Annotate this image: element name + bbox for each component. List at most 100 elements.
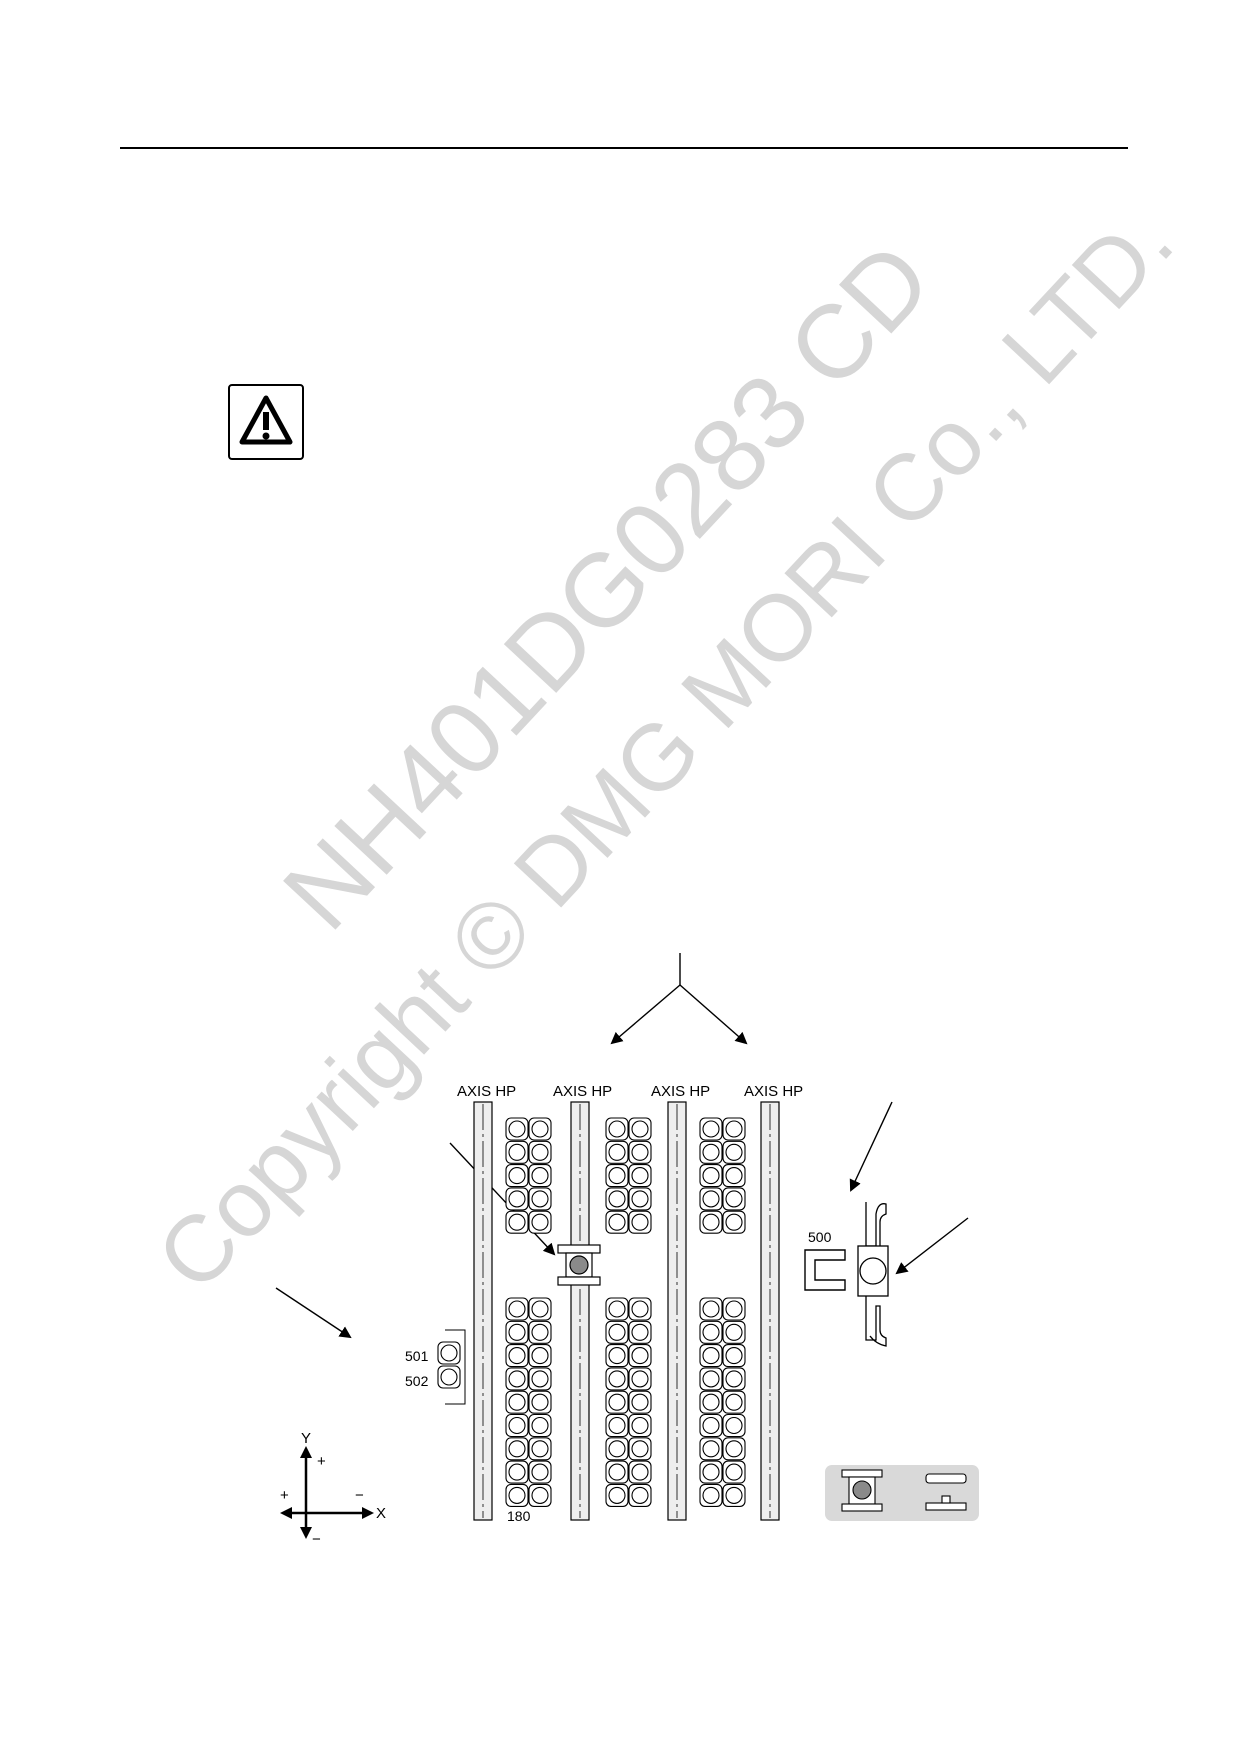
warning-icon (228, 384, 304, 460)
tool-pot (605, 1140, 629, 1164)
tool-pot (528, 1140, 552, 1164)
tool-pot (505, 1164, 529, 1188)
tool-pot (605, 1117, 629, 1141)
tool-pot (722, 1140, 746, 1164)
tool-pot (628, 1164, 652, 1188)
axis-hp-label-2: AXIS HP (553, 1083, 612, 1100)
tool-pot (722, 1437, 746, 1461)
station-502-label: 502 (405, 1373, 429, 1389)
tool-pot (722, 1344, 746, 1368)
tool-pot (528, 1297, 552, 1321)
tool-pot (505, 1483, 529, 1507)
tool-pot (605, 1320, 629, 1344)
tool-pot (528, 1117, 552, 1141)
tool-pot (528, 1367, 552, 1391)
tool-pot (699, 1344, 723, 1368)
tool-pot (628, 1483, 652, 1507)
tool-pot (722, 1210, 746, 1234)
tool-pot (528, 1164, 552, 1188)
tool-pot (628, 1140, 652, 1164)
tool-pot (605, 1390, 629, 1414)
tool-pot (722, 1367, 746, 1391)
tool-pot (628, 1210, 652, 1234)
tool-pot (528, 1320, 552, 1344)
tool-pot (605, 1297, 629, 1321)
tool-pot (722, 1320, 746, 1344)
y-axis-label: Y (301, 1430, 311, 1447)
tool-pot (699, 1187, 723, 1211)
coordinate-axes (280, 1446, 374, 1539)
tool-pot (505, 1210, 529, 1234)
tool-pot (699, 1297, 723, 1321)
tool-pot (505, 1320, 529, 1344)
tool-pot (528, 1460, 552, 1484)
tool-pot (505, 1460, 529, 1484)
tool-pot (628, 1320, 652, 1344)
tool-pot (699, 1164, 723, 1188)
tool-pot (505, 1437, 529, 1461)
tool-pot (699, 1460, 723, 1484)
tool-pot (528, 1483, 552, 1507)
tool-pot (628, 1390, 652, 1414)
station-500-label: 500 (808, 1229, 832, 1245)
tool-pot (628, 1117, 652, 1141)
legend-box (825, 1465, 979, 1521)
tool-pot (722, 1187, 746, 1211)
tool-pot (505, 1117, 529, 1141)
tool-pot (699, 1320, 723, 1344)
tool-pot (722, 1413, 746, 1438)
header-rule (120, 147, 1128, 149)
station-501-label: 501 (405, 1348, 429, 1364)
pot-180-label: 180 (507, 1508, 531, 1524)
tool-pot (605, 1210, 629, 1234)
tool-pot (605, 1483, 629, 1507)
tool-pot (628, 1344, 652, 1368)
tool-pot (505, 1367, 529, 1391)
leader-lines (275, 953, 969, 1339)
tool-pot (505, 1297, 529, 1321)
tool-pot (722, 1460, 746, 1484)
station-501-502 (437, 1329, 466, 1405)
tool-pot (528, 1437, 552, 1461)
tool-pot (605, 1344, 629, 1368)
station-500-gripper (804, 1249, 846, 1291)
tool-pot (628, 1297, 652, 1321)
axis-hp-label-1: AXIS HP (457, 1083, 516, 1100)
x-axis-label: X (376, 1505, 386, 1522)
tool-pot (505, 1187, 529, 1211)
y-minus-label: − (312, 1531, 321, 1548)
shuttle-carrier (557, 1244, 601, 1286)
tool-pot (605, 1164, 629, 1188)
tool-pot (605, 1460, 629, 1484)
tool-pot (699, 1390, 723, 1414)
tool-pot (722, 1164, 746, 1188)
tool-pot (628, 1437, 652, 1461)
x-minus-label: − (355, 1487, 364, 1504)
tool-change-arm (857, 1202, 889, 1347)
tool-pot (699, 1437, 723, 1461)
tool-pot (528, 1390, 552, 1414)
axis-hp-label-4: AXIS HP (744, 1083, 803, 1100)
tool-pot (605, 1367, 629, 1391)
tool-pot (699, 1483, 723, 1507)
x-plus-label: + (280, 1487, 289, 1504)
tool-pot (699, 1117, 723, 1141)
tool-pot (722, 1297, 746, 1321)
tool-pot (699, 1140, 723, 1164)
tool-pot (722, 1117, 746, 1141)
tool-pot (605, 1413, 629, 1438)
tool-pot (505, 1344, 529, 1368)
tool-pot (528, 1210, 552, 1234)
tool-pot (722, 1390, 746, 1414)
tool-pot (699, 1367, 723, 1391)
y-plus-label: + (317, 1453, 326, 1470)
tool-pot (699, 1210, 723, 1234)
axis-hp-label-3: AXIS HP (651, 1083, 710, 1100)
tool-pot (699, 1413, 723, 1438)
tool-pot (528, 1344, 552, 1368)
tool-pot (605, 1187, 629, 1211)
tool-pot (505, 1390, 529, 1414)
tool-pot (628, 1413, 652, 1438)
